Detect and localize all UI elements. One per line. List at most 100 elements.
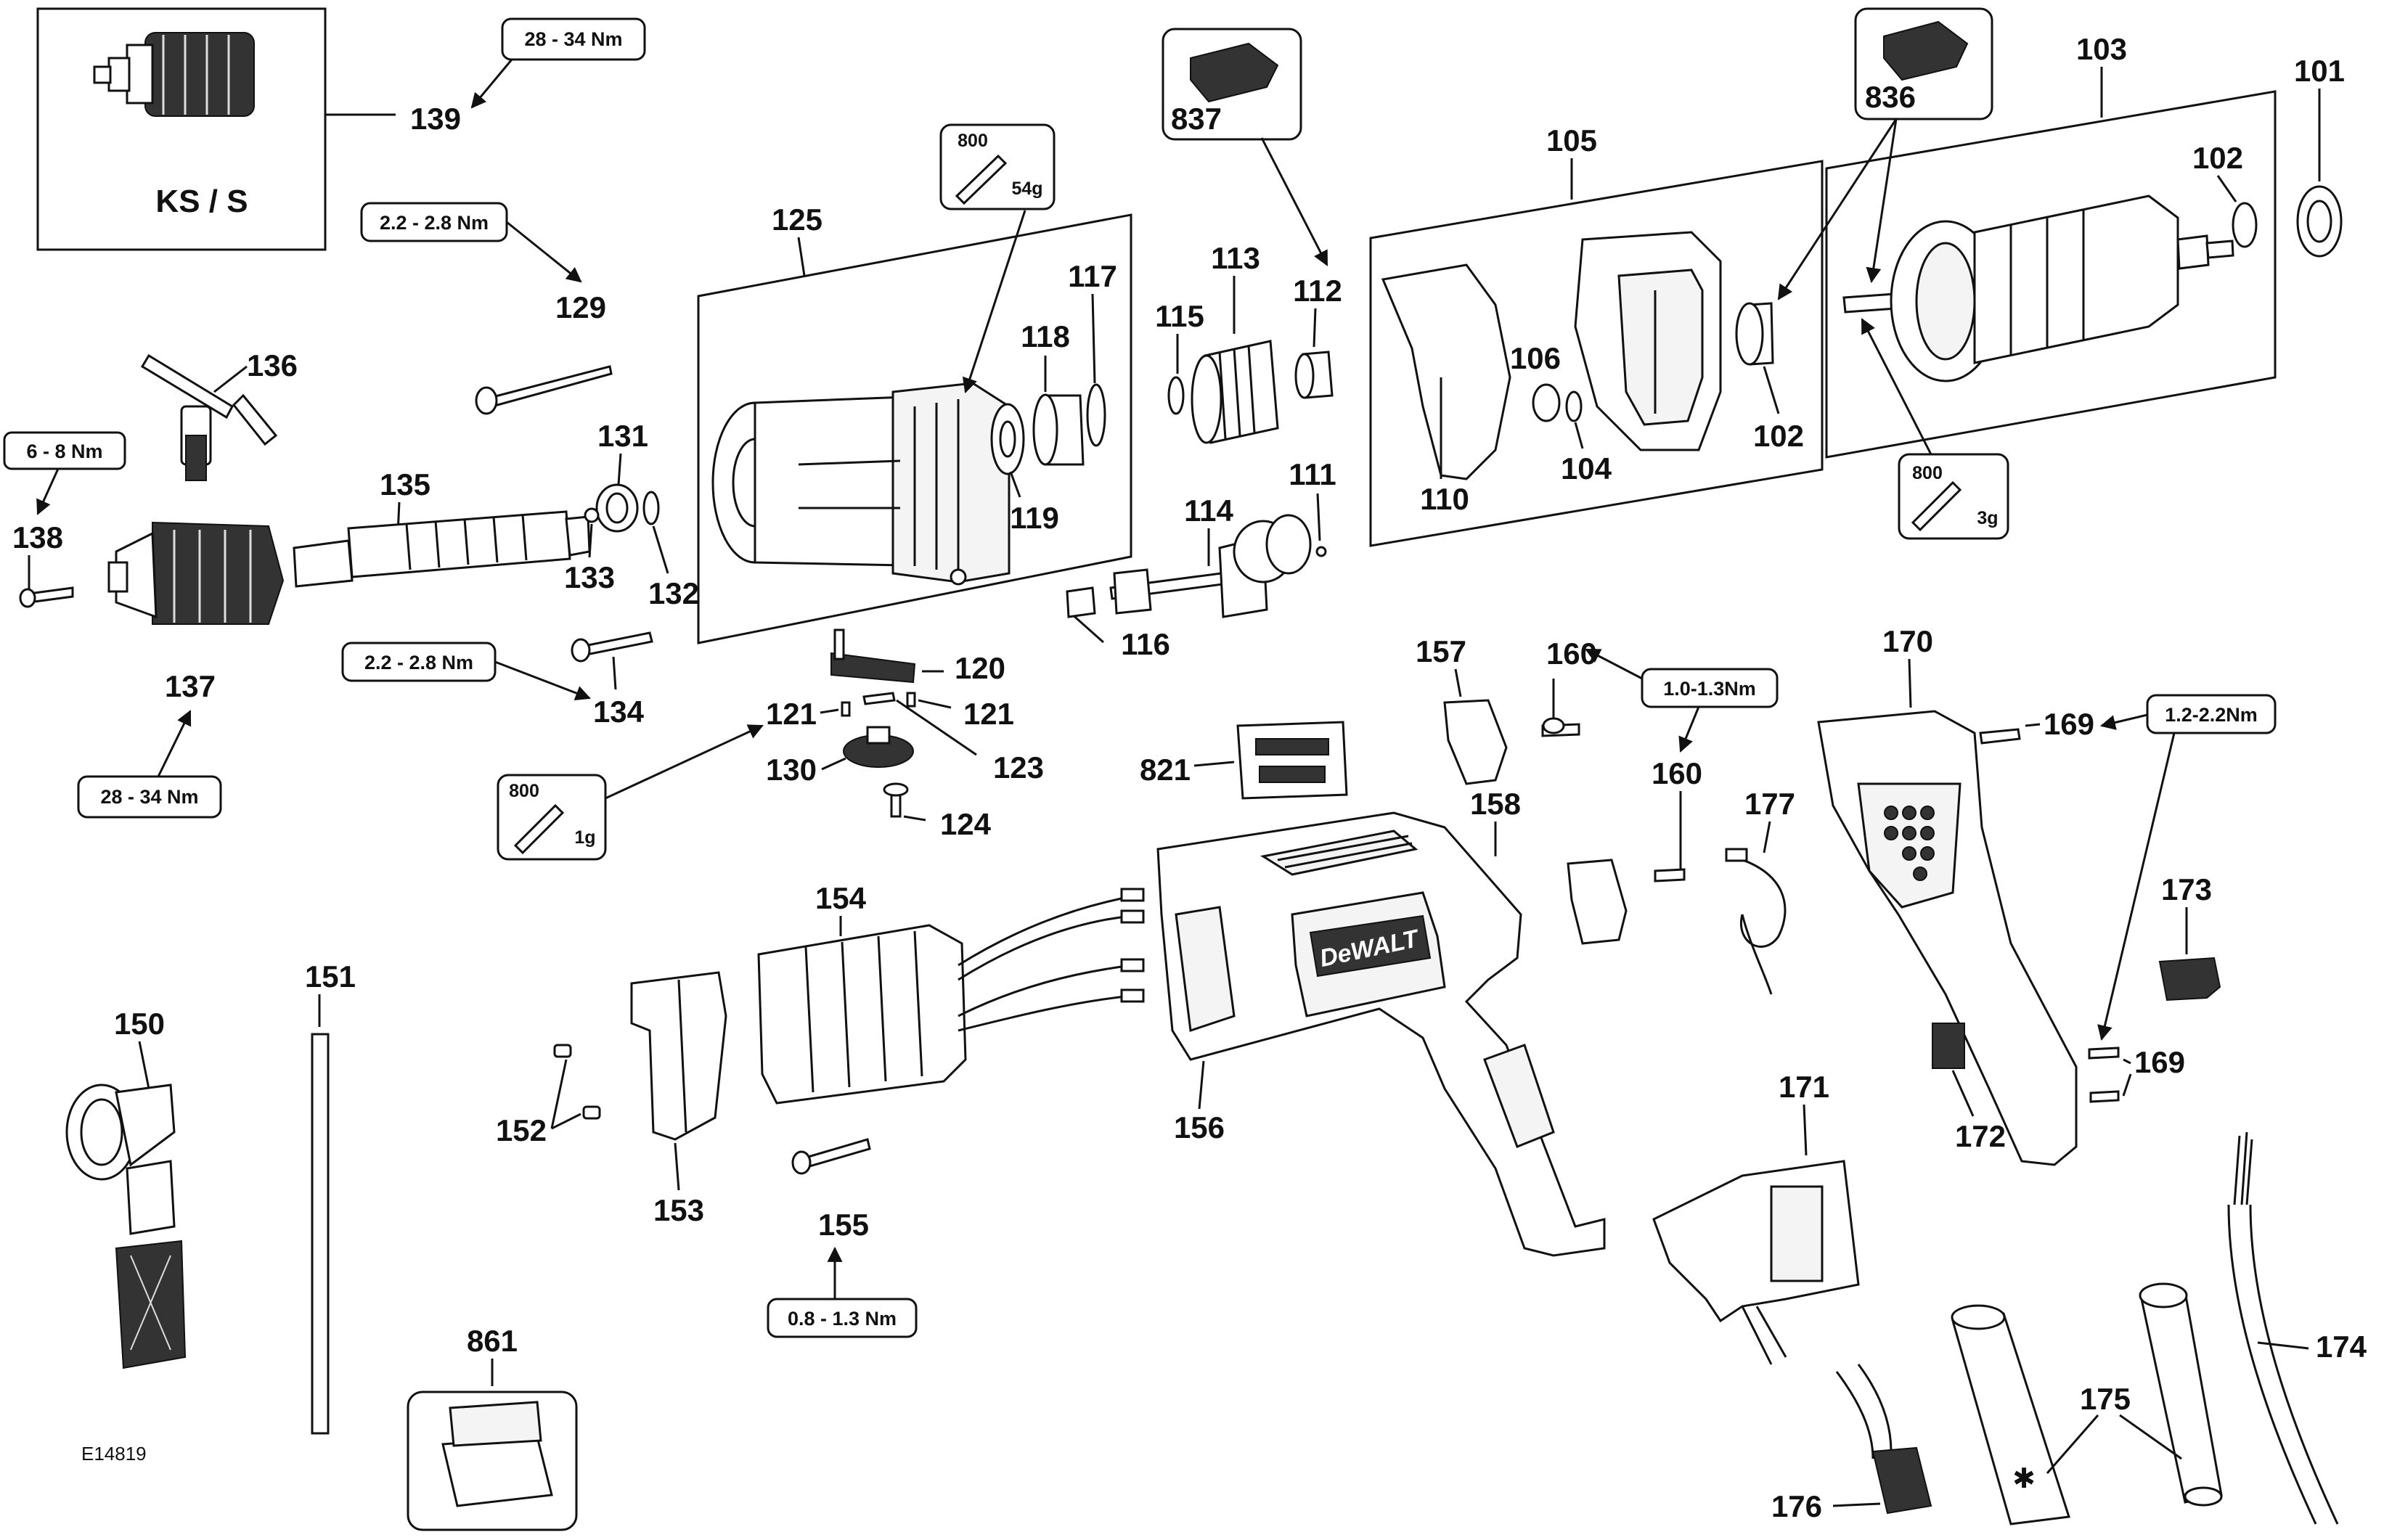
cord-protector-175-a [1951,1312,2070,1525]
screw-155-group: 155 0.8 - 1.3 Nm [767,1138,918,1338]
baffle-110 [1381,263,1511,480]
part-number-151: 151 [305,959,356,994]
fan-baffle-153 [630,971,727,1141]
grease-tube-icon [513,803,565,855]
bearing-106 [1532,383,1561,422]
brush-176-group: 176 [1771,1364,1932,1523]
carry-case-icon [441,1435,553,1507]
part-number-160-bottom: 160 [1652,756,1702,790]
part-number-102-housing: 102 [1753,419,1804,453]
washer-115 [1167,376,1185,415]
part-number-836: 836 [1865,80,1916,114]
screw-169-top [1979,728,2021,745]
brush-holder-158 [1567,859,1628,945]
part-number-176: 176 [1771,1489,1822,1523]
housing-panel-105 [1369,160,1824,547]
torque-169: 1.2-2.2Nm [2165,704,2258,726]
part-number-153: 153 [653,1193,704,1227]
part-number-169-top: 169 [2044,707,2094,741]
stator-wire-1 [958,895,1133,967]
torque-129: 2.2 - 2.8 Nm [380,212,489,234]
part-number-139: 139 [410,102,461,136]
part-number-132: 132 [648,576,699,610]
part-number-102-armature: 102 [2192,141,2243,175]
cord-protector-175-group: ✱ 175 [1951,1282,2223,1525]
gear-case-125-group: 125 800 54g 119 118 117 [697,123,1132,644]
gear-case-125 [711,382,1011,586]
pin-152-a [553,1044,572,1058]
part-number-821: 821 [1140,753,1191,787]
spindle-135-group: 135 [293,467,591,588]
part-number-156: 156 [1174,1110,1225,1144]
part-number-123: 123 [993,750,1044,785]
cord-174-group: 174 [2227,1131,2367,1525]
part-number-118: 118 [1021,319,1070,353]
part-number-155: 155 [818,1208,869,1242]
screw-160-bottom [1654,868,1686,882]
part-number-133: 133 [564,560,615,594]
part-number-131: 131 [597,419,648,453]
part-number-129: 129 [555,290,606,324]
part-number-160-top: 160 [1546,636,1597,671]
part-number-170: 170 [1882,624,1933,658]
part-number-110: 110 [1420,482,1469,516]
torque-box-139 [501,17,646,61]
grease-tube-icon [955,154,1008,205]
grease-code-3g: 800 [1912,463,1943,483]
screw-138-group: 6 - 8 Nm 138 [3,431,126,608]
label-821-group: 821 [1140,721,1348,800]
part-number-158: 158 [1470,787,1521,821]
part-number-157: 157 [1416,634,1466,668]
part-number-114: 114 [1184,493,1233,528]
part-number-112: 112 [1293,274,1342,308]
depth-rod-151 [311,1033,330,1435]
part-number-154: 154 [815,881,867,915]
torque-160: 1.0-1.3Nm [1663,678,1756,700]
housing-105-group: 105 110 106 104 102 [1369,123,1824,547]
part-number-134: 134 [593,695,645,729]
depth-rod-151-group: 151 [305,959,356,1435]
keyed-chuck-137-group: 137 28 - 34 Nm [77,521,285,819]
part-number-116: 116 [1121,627,1170,661]
part-number-837: 837 [1171,102,1222,136]
torque-138: 6 - 8 Nm [26,441,102,462]
part-number-137: 137 [165,669,216,703]
main-housing-156-group: DeWALT 156 [1156,811,1606,1257]
part-number-103: 103 [2076,32,2127,66]
grease-amount-3g: 3g [1977,508,1998,528]
part-number-135: 135 [380,467,430,501]
pin-152-b [582,1105,601,1120]
label-plate-821 [1236,721,1348,800]
torque-155: 0.8 - 1.3 Nm [788,1308,897,1330]
screw-169-bottom-a [2088,1047,2120,1060]
armature-panel-103 [1825,90,2277,459]
circlip-117 [1086,383,1106,447]
part-number-113: 113 [1211,241,1260,275]
chuck-variant-label: KS / S [155,184,248,219]
spindle-135 [347,510,571,578]
carbon-brush-176 [1871,1446,1932,1515]
torque-137: 28 - 34 Nm [100,786,198,808]
ball-133 [584,507,600,523]
part-number-104: 104 [1561,451,1612,486]
svg-text:✱: ✱ [2012,1464,2036,1494]
switch-parts-group: 157 160 1.0-1.3Nm 160 158 177 [1416,634,1795,995]
part-number-177: 177 [1744,787,1795,821]
case-861-group: 861 [407,1324,578,1531]
part-number-111: 111 [1289,457,1336,491]
part-number-119: 119 [1010,501,1059,535]
part-number-152: 152 [496,1113,547,1147]
switch-171 [1652,1160,1860,1323]
part-number-101: 101 [2294,54,2345,88]
stator-154 [757,924,967,1105]
part-number-120: 120 [955,651,1005,685]
part-number-169-bottom: 169 [2134,1045,2185,1079]
screw-155 [804,1138,871,1168]
cord-protector-175-b [2140,1290,2223,1504]
part-number-106: 106 [1510,341,1561,375]
clip-173 [2158,957,2221,1002]
part-number-172: 172 [1955,1119,2006,1153]
part-number-175: 175 [2080,1382,2131,1416]
plate-172 [1932,1023,1965,1069]
